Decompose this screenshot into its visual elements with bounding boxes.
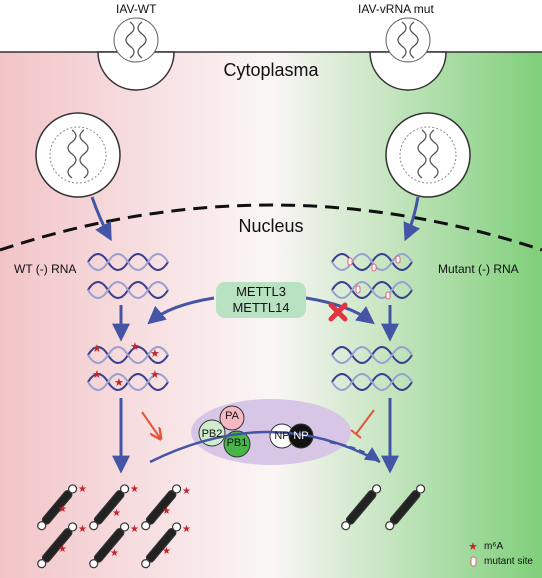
legend-mutant-icon xyxy=(470,556,477,567)
svg-text:★: ★ xyxy=(92,342,102,355)
virus-wt-top-icon xyxy=(97,17,175,91)
mettl14-label: METTL14 xyxy=(232,300,290,315)
np-label-1: NP xyxy=(274,430,290,442)
svg-text:★: ★ xyxy=(150,347,160,360)
legend-m6a-label: m⁶A xyxy=(484,541,504,552)
svg-text:★: ★ xyxy=(58,504,67,515)
nucleus-label: Nucleus xyxy=(238,216,304,236)
mutant-rna-label: Mutant (-) RNA xyxy=(438,262,519,276)
mut-rnp-products-icon xyxy=(341,484,426,531)
legend-mutant-site-label: mutant site xyxy=(484,556,533,567)
svg-text:★: ★ xyxy=(112,508,121,519)
virus-wt-endosome-icon xyxy=(35,112,121,198)
svg-text:★: ★ xyxy=(182,524,191,535)
mut-entry-arrow xyxy=(403,196,421,242)
mut-rna-helix-icon xyxy=(331,253,413,299)
svg-text:★: ★ xyxy=(130,484,139,495)
np-label-2: NP xyxy=(293,430,309,442)
polymerase-arc-right xyxy=(329,440,381,462)
svg-text:★: ★ xyxy=(130,340,140,353)
nuclear-envelope xyxy=(0,203,542,252)
pb1-label: PB1 xyxy=(226,437,248,449)
mettl-enzyme-box xyxy=(216,282,306,318)
mettl3-label: METTL3 xyxy=(236,284,286,299)
mettl-to-wt-arrow xyxy=(147,296,215,325)
svg-text:★: ★ xyxy=(78,484,87,495)
block-x-icon xyxy=(328,302,348,322)
wt-methylated-helix-icon xyxy=(87,346,169,391)
legend-m6a-icon: ★ xyxy=(468,540,478,553)
svg-text:★: ★ xyxy=(162,546,171,557)
wt-rna-label: WT (-) RNA xyxy=(14,262,77,276)
svg-text:★: ★ xyxy=(92,368,102,381)
pb1-subunit xyxy=(223,430,251,458)
pa-label: PA xyxy=(225,410,239,422)
virus-mut-top-icon xyxy=(369,17,447,91)
pb2-label: PB2 xyxy=(201,428,223,440)
svg-text:★: ★ xyxy=(182,486,191,497)
virus-mut-label: IAV-vRNA mut xyxy=(358,2,434,16)
svg-text:★: ★ xyxy=(162,506,171,517)
wt-rnp-products-icon xyxy=(37,484,182,569)
wt-product-m6a-stars: ★ ★ ★ ★ ★ ★ ★ ★ ★ ★ ★ ★ xyxy=(58,484,191,559)
svg-text:★: ★ xyxy=(150,368,160,381)
mut-unmethylated-helix-icon xyxy=(331,346,413,391)
mut-inhibit-arrow xyxy=(350,409,375,439)
m6a-star-marks: ★ ★ ★ ★ ★ ★ xyxy=(92,340,160,389)
pa-subunit xyxy=(219,405,245,431)
virus-mut-endosome-icon xyxy=(385,112,471,198)
svg-text:★: ★ xyxy=(114,376,124,389)
svg-text:★: ★ xyxy=(78,524,87,535)
wt-promote-arrow xyxy=(141,411,160,438)
svg-text:★: ★ xyxy=(110,548,119,559)
svg-text:★: ★ xyxy=(130,524,139,535)
mutant-site-marks xyxy=(347,255,401,300)
svg-text:★: ★ xyxy=(58,544,67,555)
virus-wt-label: IAV-WT xyxy=(116,2,157,16)
cytoplasm-label: Cytoplasma xyxy=(223,60,319,80)
wt-rna-helix-icon xyxy=(87,253,169,299)
wt-entry-arrow xyxy=(90,196,112,242)
